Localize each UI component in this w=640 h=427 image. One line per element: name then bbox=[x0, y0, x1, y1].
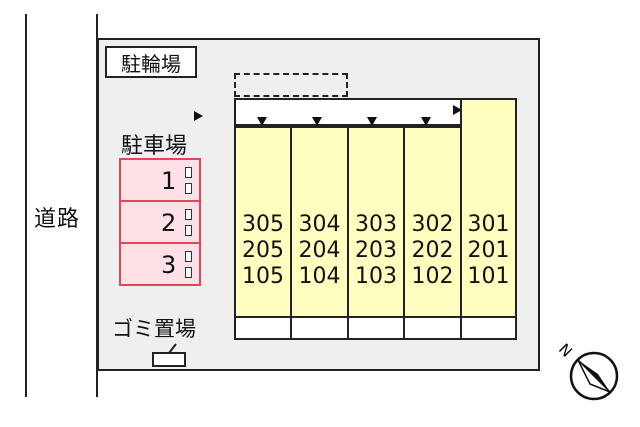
utility-cell bbox=[460, 316, 517, 340]
parking-space-1: 1 bbox=[119, 158, 201, 202]
room-number: 101 bbox=[467, 264, 510, 289]
room-number: 301 bbox=[467, 212, 510, 237]
corridor-arrow-icon bbox=[453, 105, 462, 115]
room-number: 201 bbox=[467, 238, 510, 263]
room-number: 204 bbox=[298, 238, 341, 263]
unit-column-02: 302 202 102 bbox=[403, 126, 462, 318]
utility-cell bbox=[234, 316, 292, 340]
parking-space-2: 2 bbox=[119, 200, 201, 244]
parking-space-number: 2 bbox=[161, 209, 177, 237]
wheel-stopper-icon bbox=[185, 225, 192, 236]
room-number: 102 bbox=[411, 264, 454, 289]
road-edge-line bbox=[25, 14, 27, 397]
unit-column-01: 301 201 101 bbox=[460, 98, 517, 318]
parking-space-3: 3 bbox=[119, 242, 201, 286]
compass-north-label: N bbox=[555, 340, 576, 361]
room-number: 203 bbox=[355, 238, 397, 263]
unit-column-04: 304 204 104 bbox=[290, 126, 349, 318]
unit-numbers: 302 202 102 bbox=[405, 212, 460, 290]
bicycle-parking-label: 駐輪場 bbox=[105, 46, 197, 78]
entrance-arrow-icon bbox=[194, 111, 203, 121]
utility-cell bbox=[347, 316, 405, 340]
room-number: 104 bbox=[298, 264, 341, 289]
wheel-stopper-icon bbox=[185, 167, 192, 178]
door-arrow-icon bbox=[257, 117, 267, 126]
wheel-stopper-icon bbox=[185, 183, 192, 194]
door-arrow-icon bbox=[312, 117, 322, 126]
unit-column-03: 303 203 103 bbox=[347, 126, 405, 318]
wheel-stopper-icon bbox=[185, 209, 192, 220]
trash-bin-icon bbox=[152, 343, 186, 367]
unit-numbers: 304 204 104 bbox=[292, 212, 347, 290]
unit-column-05: 305 205 105 bbox=[234, 126, 292, 318]
utility-cell bbox=[403, 316, 462, 340]
dashed-outline-area bbox=[234, 73, 348, 97]
utility-cell bbox=[290, 316, 349, 340]
trash-area-label: ゴミ置場 bbox=[112, 317, 196, 341]
car-parking-label: 駐車場 bbox=[121, 134, 188, 159]
north-compass-icon: N bbox=[555, 340, 619, 401]
room-number: 305 bbox=[242, 212, 284, 237]
door-arrow-icon bbox=[421, 117, 431, 126]
wheel-stopper-icon bbox=[185, 267, 192, 278]
parking-space-number: 1 bbox=[161, 167, 177, 195]
room-number: 205 bbox=[242, 238, 284, 263]
unit-numbers: 303 203 103 bbox=[349, 212, 403, 290]
road-label: 道路 bbox=[34, 207, 81, 232]
parking-space-number: 3 bbox=[161, 251, 177, 279]
room-number: 302 bbox=[411, 212, 454, 237]
unit-numbers: 301 201 101 bbox=[462, 212, 515, 290]
room-number: 103 bbox=[355, 264, 397, 289]
unit-numbers: 305 205 105 bbox=[236, 212, 290, 290]
corridor bbox=[234, 98, 470, 126]
room-number: 304 bbox=[298, 212, 341, 237]
door-arrow-icon bbox=[367, 117, 377, 126]
room-number: 202 bbox=[411, 238, 454, 263]
wheel-stopper-icon bbox=[185, 251, 192, 262]
room-number: 303 bbox=[355, 212, 397, 237]
room-number: 105 bbox=[242, 264, 284, 289]
